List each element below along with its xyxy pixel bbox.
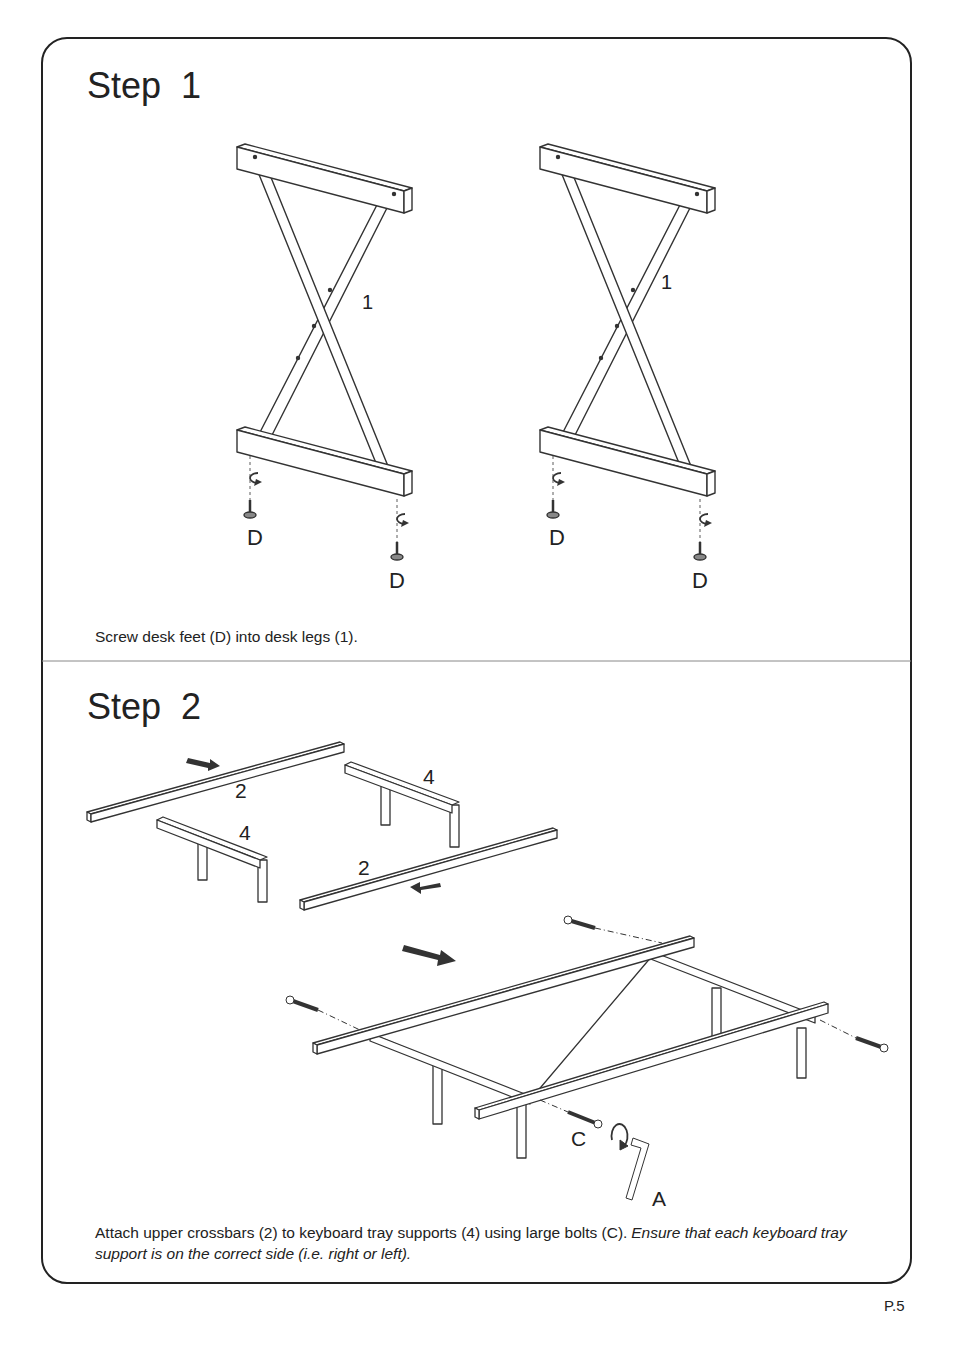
step-heading: Step 1 bbox=[87, 66, 201, 106]
callout-label: C bbox=[571, 1128, 586, 1149]
page-number: P.5 bbox=[884, 1298, 905, 1313]
step-heading: Step 2 bbox=[87, 687, 201, 727]
callout-label: 1 bbox=[661, 272, 672, 292]
callout-label: D bbox=[549, 527, 565, 549]
callout-label: A bbox=[652, 1188, 666, 1209]
callout-label: D bbox=[247, 527, 263, 549]
callout-label: D bbox=[692, 570, 708, 592]
callout-label: 2 bbox=[358, 857, 370, 878]
instruction-sentence: Attach upper crossbars (2) to keyboard t… bbox=[95, 1224, 627, 1241]
instruction-sentence: Screw desk feet (D) into desk legs (1). bbox=[95, 628, 358, 645]
instruction-text: Screw desk feet (D) into desk legs (1). bbox=[95, 626, 855, 647]
callout-label: D bbox=[389, 570, 405, 592]
callout-label: 1 bbox=[362, 292, 373, 312]
instruction-text: Attach upper crossbars (2) to keyboard t… bbox=[95, 1222, 855, 1264]
callout-label: 2 bbox=[235, 780, 247, 801]
callout-label: 4 bbox=[423, 766, 435, 787]
step-panel: Step 2 Attach upper crossbars (2) to keyb… bbox=[42, 661, 911, 1283]
step-panel: Step 1 Screw desk feet (D) into desk legs… bbox=[42, 38, 911, 661]
callout-label: 4 bbox=[239, 822, 251, 843]
